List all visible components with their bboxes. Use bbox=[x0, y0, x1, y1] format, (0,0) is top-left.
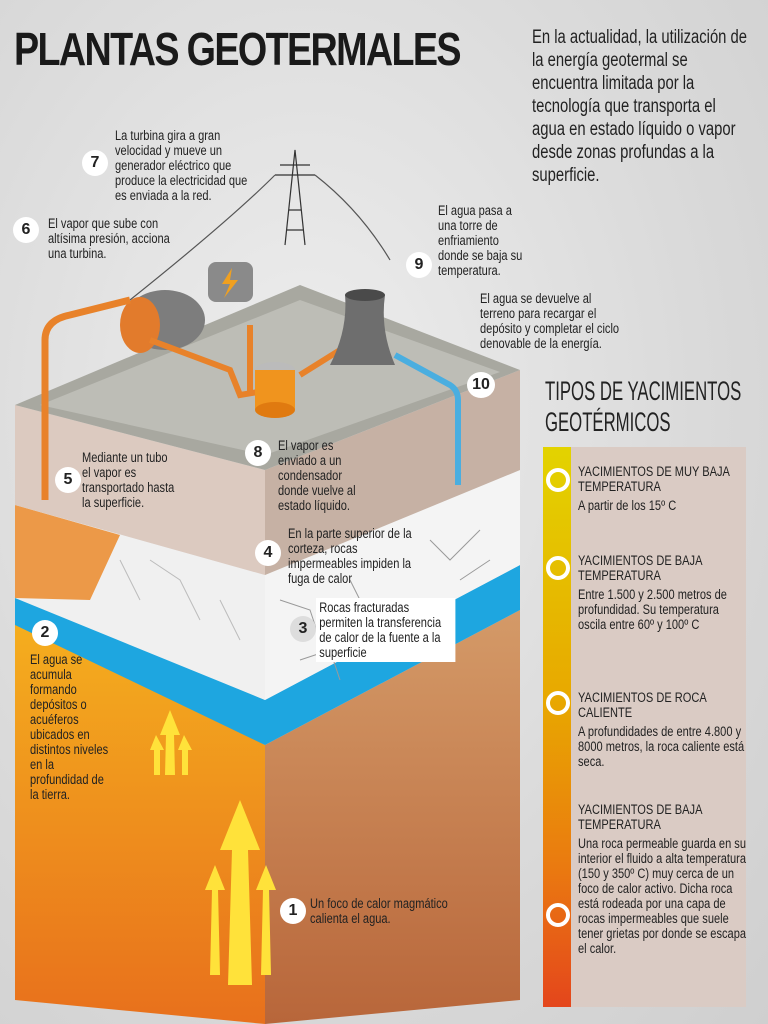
step-2-text: El agua se acumula formando depósitos o … bbox=[30, 652, 109, 802]
marker-icon bbox=[546, 556, 570, 580]
step-5-badge: 5 bbox=[55, 467, 81, 493]
marker-icon bbox=[546, 903, 570, 927]
steam-pipe bbox=[41, 296, 131, 500]
step-6-text: El vapor que sube con altísima presión, … bbox=[48, 216, 170, 261]
step-5-text: Mediante un tubo el vapor es transportad… bbox=[82, 450, 175, 510]
turbine bbox=[120, 290, 205, 353]
reservoir-type-4: Yacimientos de baja temperaturaUna roca … bbox=[578, 802, 747, 956]
step-1-badge: 1 bbox=[280, 898, 306, 924]
step-7-badge: 7 bbox=[82, 150, 108, 176]
page-title: PLANTAS GEOTERMALES bbox=[14, 23, 462, 75]
aquifer-left bbox=[15, 595, 265, 745]
step-4-text: En la parte superior de la corteza, roca… bbox=[288, 526, 412, 586]
marker-icon bbox=[546, 691, 570, 715]
reservoir-type-2: Yacimientos de baja temperaturaEntre 1.5… bbox=[578, 553, 727, 632]
step-3-text: Rocas fracturadas permiten la transferen… bbox=[316, 598, 456, 662]
power-pylon bbox=[129, 149, 391, 301]
step-8-text: El vapor es enviado a un condensador don… bbox=[278, 438, 356, 513]
reservoir-type-3: Yacimientos de roca calienteA profundida… bbox=[578, 690, 745, 769]
orange-cracks-left bbox=[15, 505, 120, 600]
step-7-text: La turbina gira a gran velocidad y mueve… bbox=[115, 128, 248, 203]
soil-left bbox=[15, 405, 265, 575]
reservoir-type-1: Yacimientos de muy baja temperaturaA par… bbox=[578, 464, 730, 513]
step-10-text: El agua se devuelve al terreno para reca… bbox=[480, 291, 620, 351]
step-9-badge: 9 bbox=[406, 252, 432, 278]
step-1-text: Un foco de calor magmático calienta el a… bbox=[310, 896, 448, 926]
step-6-badge: 6 bbox=[13, 217, 39, 243]
step-10-badge: 10 bbox=[467, 372, 495, 398]
magma-layer-right bbox=[265, 610, 520, 1024]
return-water-pipe bbox=[393, 352, 461, 485]
heat-arrows bbox=[150, 710, 276, 985]
cooling-tower bbox=[330, 289, 395, 365]
step-8-badge: 8 bbox=[245, 440, 271, 466]
condenser bbox=[255, 362, 295, 418]
step-3-badge: 3 bbox=[290, 616, 316, 642]
reservoir-types-panel bbox=[543, 447, 746, 1007]
generator bbox=[208, 262, 253, 302]
step-2-badge: 2 bbox=[32, 620, 58, 646]
panel-title: TIPOS DE YACIMIENTOS GEOTÉRMICOS bbox=[545, 376, 742, 437]
step-4-badge: 4 bbox=[255, 540, 281, 566]
marker-icon bbox=[546, 468, 570, 492]
step-9-text: El agua pasa a una torre de enfriamiento… bbox=[438, 203, 523, 278]
intro-text: En la actualidad, la utilización de la e… bbox=[532, 27, 748, 186]
